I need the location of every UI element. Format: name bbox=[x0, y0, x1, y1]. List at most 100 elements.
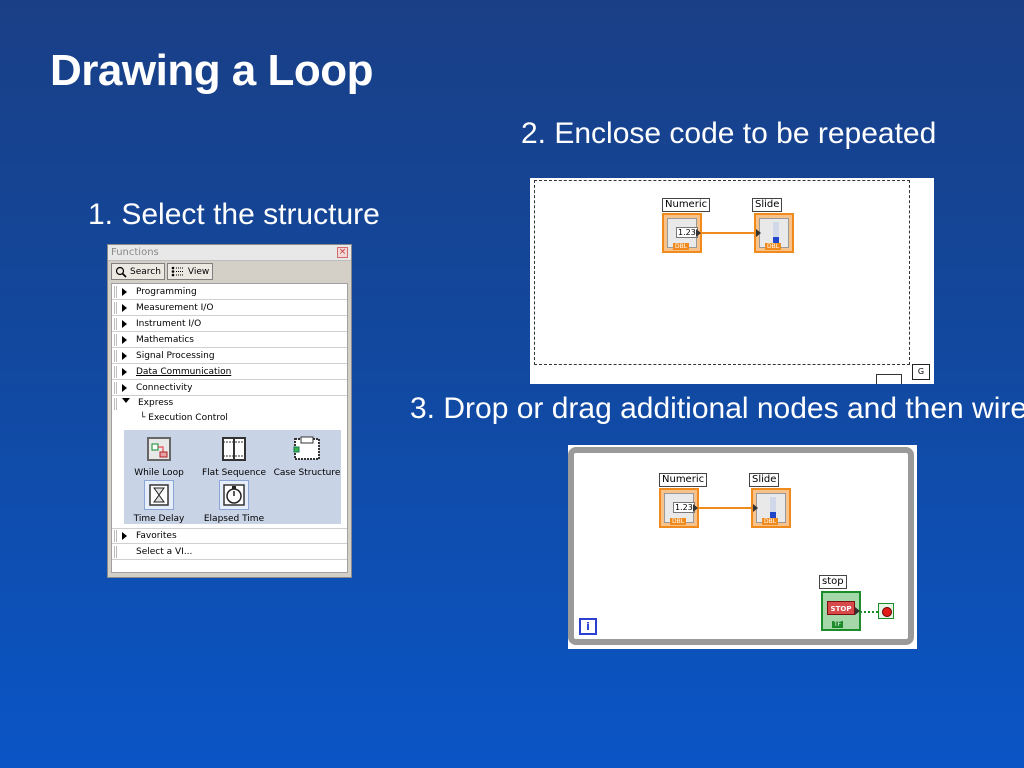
grip-icon bbox=[114, 301, 117, 314]
tf-tag: TF bbox=[832, 621, 844, 628]
view-list-icon bbox=[171, 266, 184, 277]
input-arrow-icon bbox=[753, 504, 758, 512]
category-connectivity[interactable]: Connectivity bbox=[112, 380, 347, 396]
selection-rectangle bbox=[534, 180, 910, 365]
palette-toolbar: Search View bbox=[108, 261, 351, 283]
category-data-communication[interactable]: Data Communication bbox=[112, 364, 347, 380]
expand-arrow-icon bbox=[122, 303, 127, 312]
category-label: Programming bbox=[136, 286, 197, 297]
expand-arrow-icon bbox=[122, 367, 127, 376]
input-arrow-icon bbox=[756, 229, 761, 237]
expand-arrow-icon bbox=[122, 532, 127, 540]
numeric-value: 1.23 bbox=[676, 227, 698, 238]
cursor-box bbox=[876, 374, 902, 384]
case-structure-item[interactable]: Case Structure bbox=[269, 434, 345, 478]
slide-label: Slide bbox=[749, 473, 780, 487]
case-structure-icon bbox=[292, 434, 322, 464]
grip-icon bbox=[114, 530, 117, 542]
time-delay-icon bbox=[144, 480, 174, 510]
drawing-cursor-icon: G bbox=[912, 364, 930, 380]
grip-icon bbox=[114, 381, 117, 394]
expand-arrow-icon bbox=[122, 319, 127, 328]
category-label: Data Communication bbox=[136, 366, 232, 377]
expand-arrow-icon bbox=[122, 383, 127, 392]
conditional-terminal-icon[interactable] bbox=[878, 603, 894, 619]
category-instrument-io[interactable]: Instrument I/O bbox=[112, 316, 347, 332]
search-button-label: Search bbox=[130, 266, 161, 277]
icon-label: Case Structure bbox=[273, 468, 341, 478]
grip-icon bbox=[114, 398, 117, 410]
category-label: Instrument I/O bbox=[136, 318, 202, 329]
step-1-label: 1. Select the structure bbox=[88, 198, 380, 231]
block-diagram-enclose: Numeric 1.23 DBL Slide DBL G bbox=[530, 178, 934, 384]
category-favorites[interactable]: Favorites bbox=[112, 528, 347, 544]
stop-label: stop bbox=[819, 575, 847, 589]
category-label: Signal Processing bbox=[136, 350, 215, 361]
search-button[interactable]: Search bbox=[111, 263, 165, 280]
output-arrow-icon bbox=[855, 607, 860, 615]
step-2-label: 2. Enclose code to be repeated bbox=[521, 117, 937, 150]
dbl-tag: DBL bbox=[673, 243, 690, 250]
stop-button-icon: STOP bbox=[827, 601, 855, 615]
dbl-tag: DBL bbox=[670, 518, 687, 525]
grip-icon bbox=[114, 317, 117, 330]
grip-icon bbox=[114, 545, 117, 558]
while-loop-item[interactable]: While Loop bbox=[121, 434, 197, 478]
category-programming[interactable]: Programming bbox=[112, 284, 347, 300]
slide-bar-icon bbox=[773, 222, 779, 246]
stop-button-terminal[interactable]: STOP TF bbox=[821, 591, 861, 631]
numeric-wire[interactable] bbox=[701, 232, 755, 234]
palette-titlebar: Functions × bbox=[108, 245, 351, 261]
category-label: Mathematics bbox=[136, 334, 194, 345]
icon-label: Elapsed Time bbox=[203, 514, 265, 524]
while-loop-icon bbox=[144, 434, 174, 464]
collapse-arrow-icon bbox=[122, 398, 130, 403]
category-signal-processing[interactable]: Signal Processing bbox=[112, 348, 347, 364]
output-arrow-icon bbox=[693, 504, 698, 512]
numeric-value: 1.23 bbox=[673, 502, 695, 513]
category-label: Express bbox=[138, 398, 174, 408]
stopwatch-icon bbox=[219, 480, 249, 510]
view-button-label: View bbox=[187, 266, 210, 277]
expand-arrow-icon bbox=[122, 351, 127, 360]
numeric-control-terminal[interactable]: 1.23 DBL bbox=[662, 213, 702, 253]
iteration-terminal[interactable]: i bbox=[579, 618, 597, 635]
slide-indicator-terminal[interactable]: DBL bbox=[754, 213, 794, 253]
grip-icon bbox=[114, 365, 117, 378]
close-icon[interactable]: × bbox=[337, 247, 348, 258]
dbl-tag: DBL bbox=[762, 518, 779, 525]
dbl-tag: DBL bbox=[765, 243, 782, 250]
while-loop-frame[interactable] bbox=[568, 447, 914, 645]
numeric-control-terminal[interactable]: 1.23 DBL bbox=[659, 488, 699, 528]
view-button[interactable]: View bbox=[166, 263, 214, 280]
flat-sequence-icon bbox=[219, 434, 249, 464]
slide-bar-icon bbox=[770, 497, 776, 521]
output-arrow-icon bbox=[696, 229, 701, 237]
palette-title: Functions bbox=[111, 247, 159, 258]
icon-label: While Loop bbox=[134, 468, 184, 478]
category-label: Measurement I/O bbox=[136, 302, 214, 313]
category-label: Favorites bbox=[136, 531, 177, 541]
subcategory-label: Execution Control bbox=[148, 413, 228, 423]
numeric-wire[interactable] bbox=[698, 507, 752, 509]
search-icon bbox=[115, 266, 127, 278]
expand-arrow-icon bbox=[122, 335, 127, 344]
elapsed-time-item[interactable]: Elapsed Time bbox=[196, 480, 272, 524]
grip-icon bbox=[114, 349, 117, 362]
flat-sequence-item[interactable]: Flat Sequence bbox=[196, 434, 272, 478]
palette-category-list: Programming Measurement I/O Instrument I… bbox=[111, 283, 348, 573]
grip-icon bbox=[114, 285, 117, 298]
category-express[interactable]: Express └ Execution Control bbox=[112, 396, 347, 430]
select-a-vi[interactable]: Select a VI... bbox=[112, 544, 347, 560]
grip-icon bbox=[114, 333, 117, 346]
slide-indicator-terminal[interactable]: DBL bbox=[751, 488, 791, 528]
block-diagram-while-loop: Numeric 1.23 DBL Slide DBL stop STOP TF … bbox=[568, 445, 917, 649]
numeric-label: Numeric bbox=[659, 473, 708, 487]
time-delay-item[interactable]: Time Delay bbox=[121, 480, 197, 524]
boolean-wire[interactable] bbox=[860, 611, 878, 613]
subcategory-execution-control[interactable]: └ Execution Control bbox=[140, 413, 228, 423]
icon-label: Time Delay bbox=[133, 514, 185, 524]
category-measurement-io[interactable]: Measurement I/O bbox=[112, 300, 347, 316]
category-mathematics[interactable]: Mathematics bbox=[112, 332, 347, 348]
execution-control-icons: While Loop Flat Sequence Case Structure … bbox=[124, 430, 341, 524]
